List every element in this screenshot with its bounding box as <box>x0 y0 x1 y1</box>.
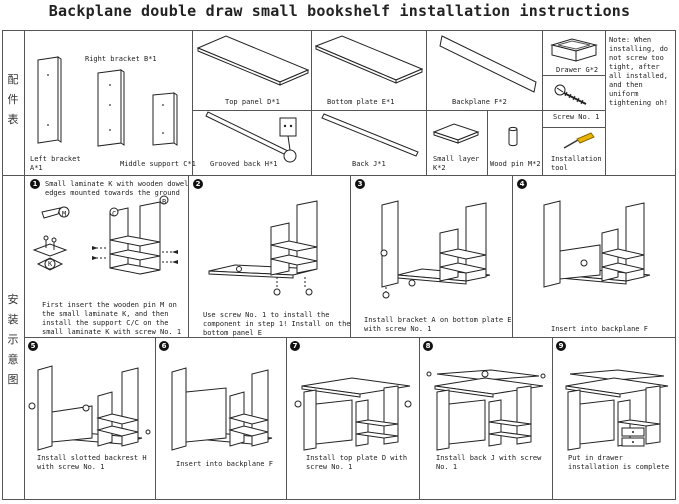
part-small-layer-illustration <box>430 122 482 148</box>
step-9-caption: Put in drawer installation is complete <box>568 454 670 471</box>
step-1-number: 1 <box>30 179 40 189</box>
step-8-illustration <box>425 360 549 454</box>
step-2-illustration <box>205 195 345 300</box>
part-middle-support-label: Middle support C*1 <box>120 160 196 168</box>
part-drawer-label: Drawer G*2 <box>556 66 599 74</box>
part-grooved-back-label: Grooved back H*1 <box>210 160 278 168</box>
part-back-j-label: Back J*1 <box>352 160 386 168</box>
step-3-caption: Install bracket A on bottom plate E with… <box>364 316 512 333</box>
part-drawer-illustration <box>546 35 602 65</box>
step-4-number: 4 <box>517 179 527 189</box>
screwdriver-icon <box>560 132 596 152</box>
step-4-caption: Insert into backplane F <box>551 325 648 333</box>
label-column-divider <box>24 30 25 500</box>
bracket-parts-illustration <box>28 45 193 173</box>
page-title: Backplane double draw small bookshelf in… <box>48 2 631 20</box>
parts-list-label: 配件表 <box>7 73 19 126</box>
part-top-panel-illustration <box>196 34 310 94</box>
step-6-number: 6 <box>159 341 169 351</box>
step-3-illustration <box>362 195 508 305</box>
step-7-illustration <box>292 360 416 454</box>
part-left-bracket-label: Left bracket A*1 <box>30 155 81 172</box>
part-small-layer-label: Small layer K*2 <box>433 155 480 172</box>
part-screw-label: Screw No. 1 <box>553 113 600 121</box>
step-9-number: 9 <box>556 341 566 351</box>
step-2-number: 2 <box>193 179 203 189</box>
step-7-number: 7 <box>290 341 300 351</box>
section-divider <box>2 175 676 176</box>
step-5-number: 5 <box>28 341 38 351</box>
part-right-bracket-label: Right bracket B*1 <box>85 55 157 63</box>
part-top-panel-label: Top panel D*1 <box>225 98 280 106</box>
step-6-caption: Insert into backplane F <box>176 460 273 468</box>
step-4-illustration <box>530 195 674 305</box>
step-8-caption: Install back J with screw No. 1 <box>436 454 542 471</box>
part-back-j-illustration <box>318 112 424 158</box>
screw-icon <box>552 82 596 110</box>
step-3-number: 3 <box>355 179 365 189</box>
instruction-frame <box>2 30 676 500</box>
step-5-caption: Install slotted backrest H with screw No… <box>37 454 147 471</box>
step-7-caption: Install top plate D with screw No. 1 <box>306 454 408 471</box>
part-tool-label: Installation tool <box>551 155 602 172</box>
step-8-number: 8 <box>423 341 433 351</box>
part-backplane-illustration <box>430 34 540 96</box>
part-backplane-label: Backplane F*2 <box>452 98 507 106</box>
installation-note: Note: When installing, do not screw too … <box>609 36 669 107</box>
step-9-illustration <box>560 360 672 454</box>
step-1-note: Small laminate K with wooden dowel edges… <box>45 180 189 197</box>
step-5-illustration <box>28 362 154 452</box>
part-wood-pin-illustration <box>505 126 525 152</box>
part-wood-pin-label: Wood pin M*2 <box>490 160 541 168</box>
step-1-caption: First insert the wooden pin M on the sma… <box>42 301 182 336</box>
installation-diagram-label: 安装示意图 <box>7 293 19 386</box>
part-bottom-plate-label: Bottom plate E*1 <box>327 98 395 106</box>
part-bottom-plate-illustration <box>314 34 424 94</box>
step-6-illustration <box>166 362 282 452</box>
steps-row-divider <box>24 337 676 338</box>
step-2-caption: Use screw No. 1 to install the component… <box>203 311 351 337</box>
step-1-illustration <box>28 198 178 302</box>
part-grooved-back-illustration <box>198 112 308 164</box>
